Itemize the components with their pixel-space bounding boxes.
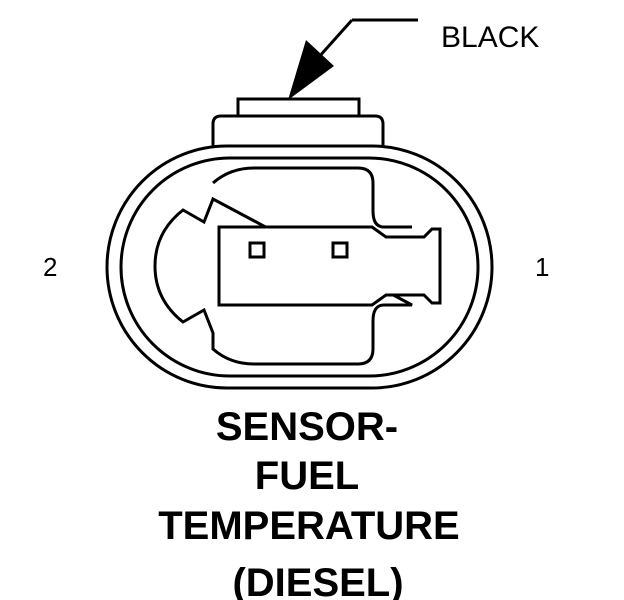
pin-label-left: 2	[43, 252, 57, 282]
terminal-slot-right	[331, 241, 349, 259]
latch-tab-top	[236, 97, 361, 116]
diagram-title: SENSOR- FUEL TEMPERATURE (DIESEL)	[158, 405, 459, 600]
title-line-1: SENSOR-	[216, 405, 398, 449]
terminal-cavity	[153, 166, 413, 366]
pin-label-right: 1	[535, 252, 549, 282]
terminal-blade	[217, 225, 442, 307]
leader-diagonal	[316, 18, 354, 60]
terminal-slot-left	[248, 241, 266, 259]
leader-arrowhead	[288, 40, 334, 100]
title-line-4: (DIESEL)	[232, 561, 403, 600]
title-line-3: TEMPERATURE	[158, 504, 459, 548]
latch-housing	[211, 114, 385, 146]
wire-color-label: BLACK	[441, 21, 539, 54]
connector-inner-shell	[119, 156, 480, 378]
callout-leader	[316, 18, 418, 60]
title-line-2: FUEL	[255, 454, 359, 498]
